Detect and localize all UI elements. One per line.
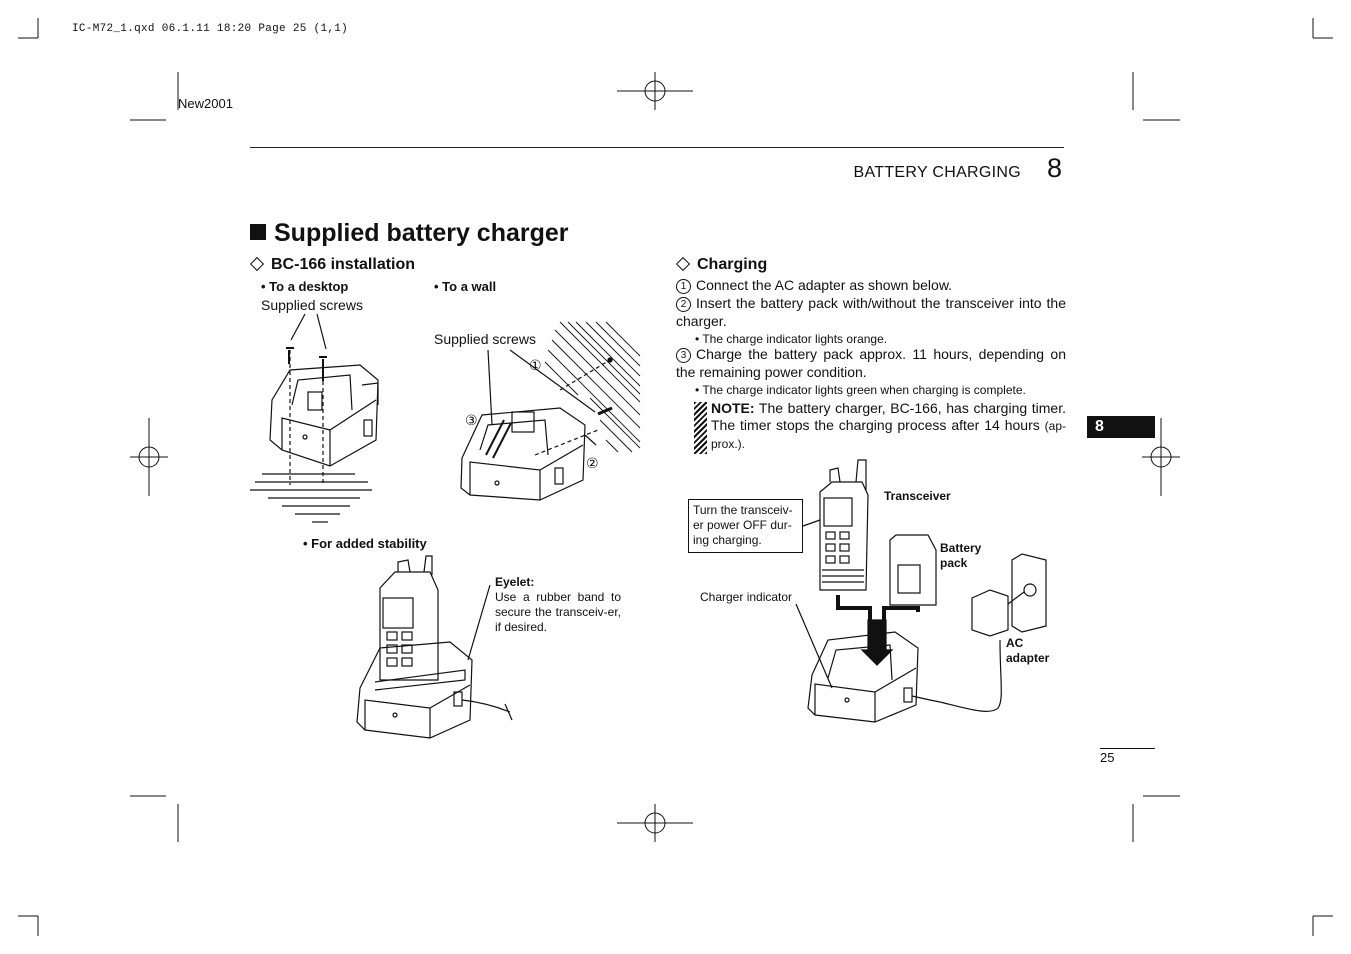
screws-label-desktop: Supplied screws xyxy=(261,297,363,313)
crop-marks xyxy=(18,18,1333,936)
eyelet-text: Use a rubber band to secure the transcei… xyxy=(495,590,621,634)
eyelet-title: Eyelet: xyxy=(495,575,535,589)
diamond-icon xyxy=(249,256,265,271)
note-label: NOTE: xyxy=(711,400,755,416)
wall-charger-illustration xyxy=(460,349,613,501)
eyelet-note: Eyelet:Use a rubber band to secure the t… xyxy=(495,575,621,635)
desktop-charger-illustration xyxy=(250,313,379,523)
square-bullet-icon xyxy=(250,224,266,240)
transceiver-label: Transceiver xyxy=(884,489,951,503)
note-hatch-icon xyxy=(694,402,707,454)
installation-heading: BC-166 installation xyxy=(249,256,416,274)
step-number: 1 xyxy=(676,279,691,294)
page-number: 25 xyxy=(1100,750,1115,765)
step-number: 2 xyxy=(676,297,691,312)
step-subnote: • The charge indicator lights orange. xyxy=(695,332,888,346)
ac-adapter-label: AC adapter xyxy=(1006,636,1050,665)
step-subnote: • The charge indicator lights green when… xyxy=(695,383,1026,397)
file-slug: IC-M72_1.qxd 06.1.11 18:20 Page 25 (1,1) xyxy=(72,23,349,35)
desktop-label: • To a desktop xyxy=(261,279,349,294)
charging-step-1: 1 Connect the AC adapter as shown below. xyxy=(676,276,1066,294)
chapter-tab: 8 xyxy=(1087,416,1155,438)
header-rule xyxy=(250,147,1064,148)
section-header: BATTERY CHARGING xyxy=(853,164,1021,181)
step-text: Charge the battery pack approx. 11 hours… xyxy=(676,346,1066,380)
page-number-rule xyxy=(1100,748,1155,749)
registration-targets xyxy=(130,72,1180,842)
wall-hatching xyxy=(544,321,641,453)
battery-label: Battery pack xyxy=(940,541,982,570)
note-block: NOTE: The battery charger, BC-166, has c… xyxy=(711,400,1066,453)
screws-label-wall: Supplied screws xyxy=(434,331,536,347)
version-tag: New2001 xyxy=(178,96,233,111)
wall-step-1: ① xyxy=(529,357,542,373)
note-text: The battery charger, BC-166, has chargin… xyxy=(711,400,1066,433)
note-small: (ap-prox.). xyxy=(711,419,1066,451)
charging-illustration xyxy=(795,459,1047,723)
charging-heading: Charging xyxy=(675,256,768,274)
installation-heading-text: BC-166 installation xyxy=(271,256,416,273)
wall-step-3: ③ xyxy=(465,412,478,428)
wall-step-2: ② xyxy=(586,455,599,471)
charging-heading-text: Charging xyxy=(697,256,768,273)
step-text: Connect the AC adapter as shown below. xyxy=(696,277,953,293)
wall-label: • To a wall xyxy=(434,279,497,294)
diamond-icon xyxy=(675,256,691,271)
charger-indicator-label: Charger indicator xyxy=(700,590,793,604)
step-number: 3 xyxy=(676,348,691,363)
page-title-text: Supplied battery charger xyxy=(274,219,569,247)
stability-label: • For added stability xyxy=(303,536,427,551)
page-title: Supplied battery charger xyxy=(250,219,569,248)
stability-illustration xyxy=(356,555,513,739)
power-off-callout: Turn the transceiv-er power OFF dur-ing … xyxy=(688,499,803,553)
chapter-number: 8 xyxy=(1047,153,1063,183)
step-text: Insert the battery pack with/without the… xyxy=(676,295,1066,329)
